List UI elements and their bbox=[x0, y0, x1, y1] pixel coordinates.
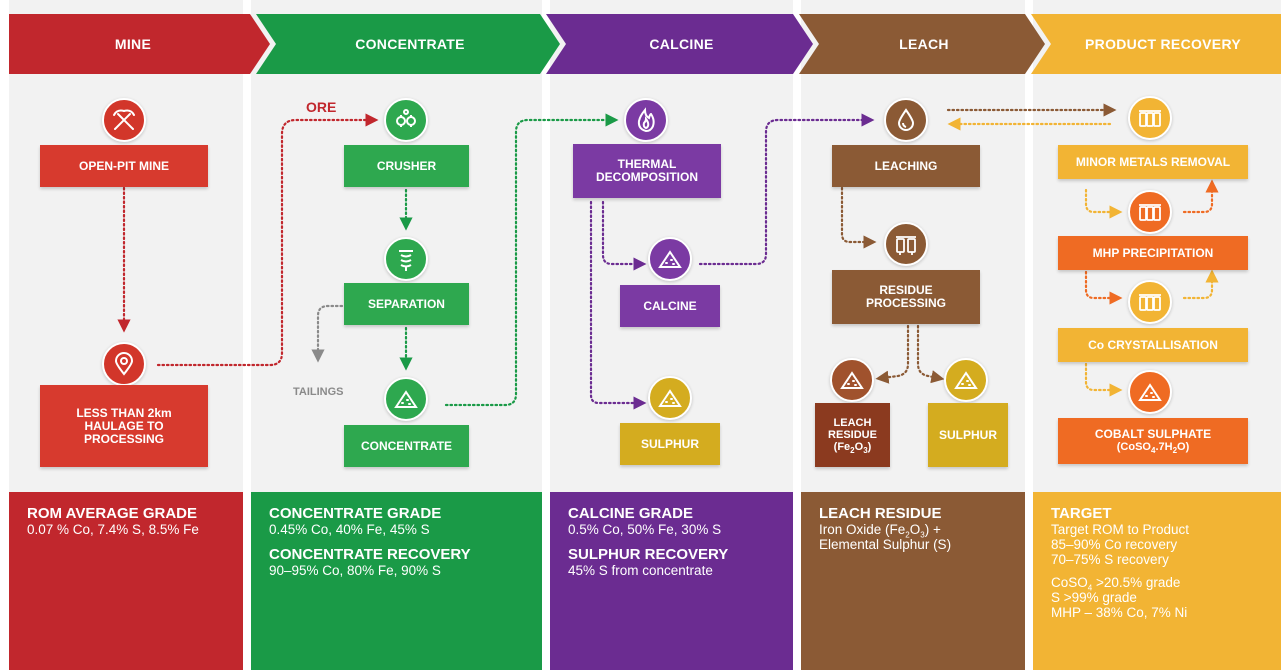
mhp-precipitation-box: MHP PRECIPITATION bbox=[1058, 236, 1248, 270]
calcine-label: CALCINE bbox=[643, 298, 697, 313]
residue-processing-box: RESIDUE PROCESSING bbox=[832, 270, 980, 324]
concentrate-grade-heading: CONCENTRATE GRADE bbox=[269, 505, 442, 522]
mhp-precipitation-label: MHP PRECIPITATION bbox=[1092, 245, 1214, 260]
stage-chevrons bbox=[9, 14, 1281, 74]
open-pit-mine-box: OPEN-PIT MINE bbox=[40, 145, 208, 187]
leach-residue-label-1: LEACH bbox=[833, 417, 872, 429]
calcine-grade-heading: CALCINE GRADE bbox=[568, 505, 694, 522]
calcine-summary-panel: CALCINE GRADE 0.5% Co, 50% Fe, 30% S SUL… bbox=[550, 492, 793, 670]
leach-residue-label-3: (Fe2O3) bbox=[833, 441, 872, 456]
target-line-2: 85–90% Co recovery bbox=[1051, 537, 1178, 552]
concentrate-pile-icon bbox=[384, 377, 428, 421]
crystallisation-label: Co CRYSTALLISATION bbox=[1088, 337, 1218, 352]
calcine-sulphur-box: SULPHUR bbox=[620, 423, 720, 465]
thermal-decomposition-label: THERMAL DECOMPOSITION bbox=[595, 157, 698, 184]
leach-sulphur-pile-icon bbox=[944, 358, 988, 402]
product-summary-panel: TARGET Target ROM to Product 85–90% Co r… bbox=[1033, 492, 1281, 670]
leach-chevron bbox=[799, 14, 1045, 74]
calcine-sulphur-pile-icon bbox=[648, 376, 692, 420]
crossed-pickaxes-icon bbox=[102, 98, 146, 142]
crusher-box: CRUSHER bbox=[344, 145, 469, 187]
sulphur-recovery-heading: SULPHUR RECOVERY bbox=[568, 546, 729, 563]
map-pin-icon bbox=[102, 342, 146, 386]
concentrate-grade-text: 0.45% Co, 40% Fe, 45% S bbox=[269, 522, 430, 537]
leach-residue-pile-icon bbox=[830, 358, 874, 402]
open-pit-mine-label: OPEN-PIT MINE bbox=[78, 158, 169, 173]
leach-residue-heading: LEACH RESIDUE bbox=[819, 505, 942, 522]
target-heading: TARGET bbox=[1051, 505, 1112, 522]
crystallisation-box: Co CRYSTALLISATION bbox=[1058, 328, 1248, 362]
concentrate-summary-panel: CONCENTRATE GRADE 0.45% Co, 40% Fe, 45% … bbox=[251, 492, 542, 670]
haulage-label: LESS THAN 2km HAULAGE TO PROCESSING bbox=[76, 405, 172, 446]
concentrate-label: CONCENTRATE bbox=[360, 438, 453, 453]
mine-summary-panel: ROM AVERAGE GRADE 0.07 % Co, 7.4% S, 8.5… bbox=[9, 492, 243, 670]
droplet-icon bbox=[884, 98, 928, 142]
haulage-box: LESS THAN 2km HAULAGE TO PROCESSING bbox=[40, 385, 208, 467]
calcine-pile-icon bbox=[648, 237, 692, 281]
mine-chevron bbox=[9, 14, 270, 74]
concentrate-box: CONCENTRATE bbox=[344, 425, 469, 467]
target-line-3: 70–75% S recovery bbox=[1051, 552, 1169, 567]
thermal-decomposition-box: THERMAL DECOMPOSITION bbox=[573, 144, 721, 198]
residue-processing-tanks-icon bbox=[884, 222, 928, 266]
mine-summary-text: 0.07 % Co, 7.4% S, 8.5% Fe bbox=[27, 522, 199, 537]
target-line-1: Target ROM to Product bbox=[1051, 522, 1190, 537]
leach-residue-line-1: Iron Oxide (Fe2O3) + bbox=[819, 522, 941, 540]
crystallisation-tanks-icon bbox=[1128, 280, 1172, 324]
sulphur-recovery-text: 45% S from concentrate bbox=[568, 563, 713, 578]
leaching-box: LEACHING bbox=[832, 145, 980, 187]
cobalt-sulphate-label-1: COBALT SULPHATE bbox=[1094, 427, 1212, 441]
stage-label-product: PRODUCT RECOVERY bbox=[1085, 36, 1241, 52]
mhp-tanks-icon bbox=[1128, 190, 1172, 234]
spiral-icon bbox=[384, 237, 428, 281]
tailings-label: TAILINGS bbox=[293, 386, 344, 398]
leach-summary-panel: LEACH RESIDUE Iron Oxide (Fe2O3) + Eleme… bbox=[801, 492, 1025, 670]
stage-label-mine: MINE bbox=[114, 36, 152, 52]
residue-processing-label: RESIDUE PROCESSING bbox=[865, 283, 946, 310]
leach-residue-line-2: Elemental Sulphur (S) bbox=[819, 537, 952, 552]
minor-metals-tanks-icon bbox=[1128, 96, 1172, 140]
minor-metals-label: MINOR METALS REMOVAL bbox=[1075, 154, 1231, 169]
gears-icon bbox=[384, 98, 428, 142]
target-line-5: S >99% grade bbox=[1051, 590, 1137, 605]
product-chevron bbox=[1031, 14, 1281, 74]
cobalt-sulphate-pile-icon bbox=[1128, 370, 1172, 414]
leaching-label: LEACHING bbox=[874, 158, 938, 173]
concentrate-chevron bbox=[256, 14, 560, 74]
separation-label: SEPARATION bbox=[368, 296, 445, 311]
minor-metals-box: MINOR METALS REMOVAL bbox=[1058, 145, 1248, 179]
crusher-label: CRUSHER bbox=[376, 158, 437, 173]
ore-label: ORE bbox=[306, 99, 337, 115]
calcine-chevron bbox=[546, 14, 813, 74]
mine-summary-heading: ROM AVERAGE GRADE bbox=[27, 505, 198, 522]
concentrate-recovery-heading: CONCENTRATE RECOVERY bbox=[269, 546, 471, 563]
leach-residue-label-2: RESIDUE bbox=[828, 429, 877, 441]
leach-sulphur-box: SULPHUR bbox=[928, 403, 1008, 467]
calcine-grade-text: 0.5% Co, 50% Fe, 30% S bbox=[568, 522, 722, 537]
target-line-4: CoSO4 >20.5% grade bbox=[1051, 575, 1181, 593]
concentrate-recovery-text: 90–95% Co, 80% Fe, 90% S bbox=[269, 563, 441, 578]
calcine-sulphur-label: SULPHUR bbox=[640, 436, 699, 451]
leach-sulphur-label: SULPHUR bbox=[938, 427, 997, 442]
stage-label-concentrate: CONCENTRATE bbox=[355, 36, 465, 52]
leach-residue-box: LEACH RESIDUE (Fe2O3) bbox=[815, 403, 890, 467]
cobalt-sulphate-box: COBALT SULPHATE (CoSO4.7H2O) bbox=[1058, 418, 1248, 464]
stage-label-leach: LEACH bbox=[899, 36, 949, 52]
calcine-box: CALCINE bbox=[620, 285, 720, 327]
separation-box: SEPARATION bbox=[344, 283, 469, 325]
stage-label-calcine: CALCINE bbox=[649, 36, 714, 52]
cobalt-sulphate-label-2: (CoSO4.7H2O) bbox=[1116, 441, 1190, 456]
target-line-6: MHP – 38% Co, 7% Ni bbox=[1051, 605, 1188, 620]
flame-icon bbox=[624, 98, 668, 142]
